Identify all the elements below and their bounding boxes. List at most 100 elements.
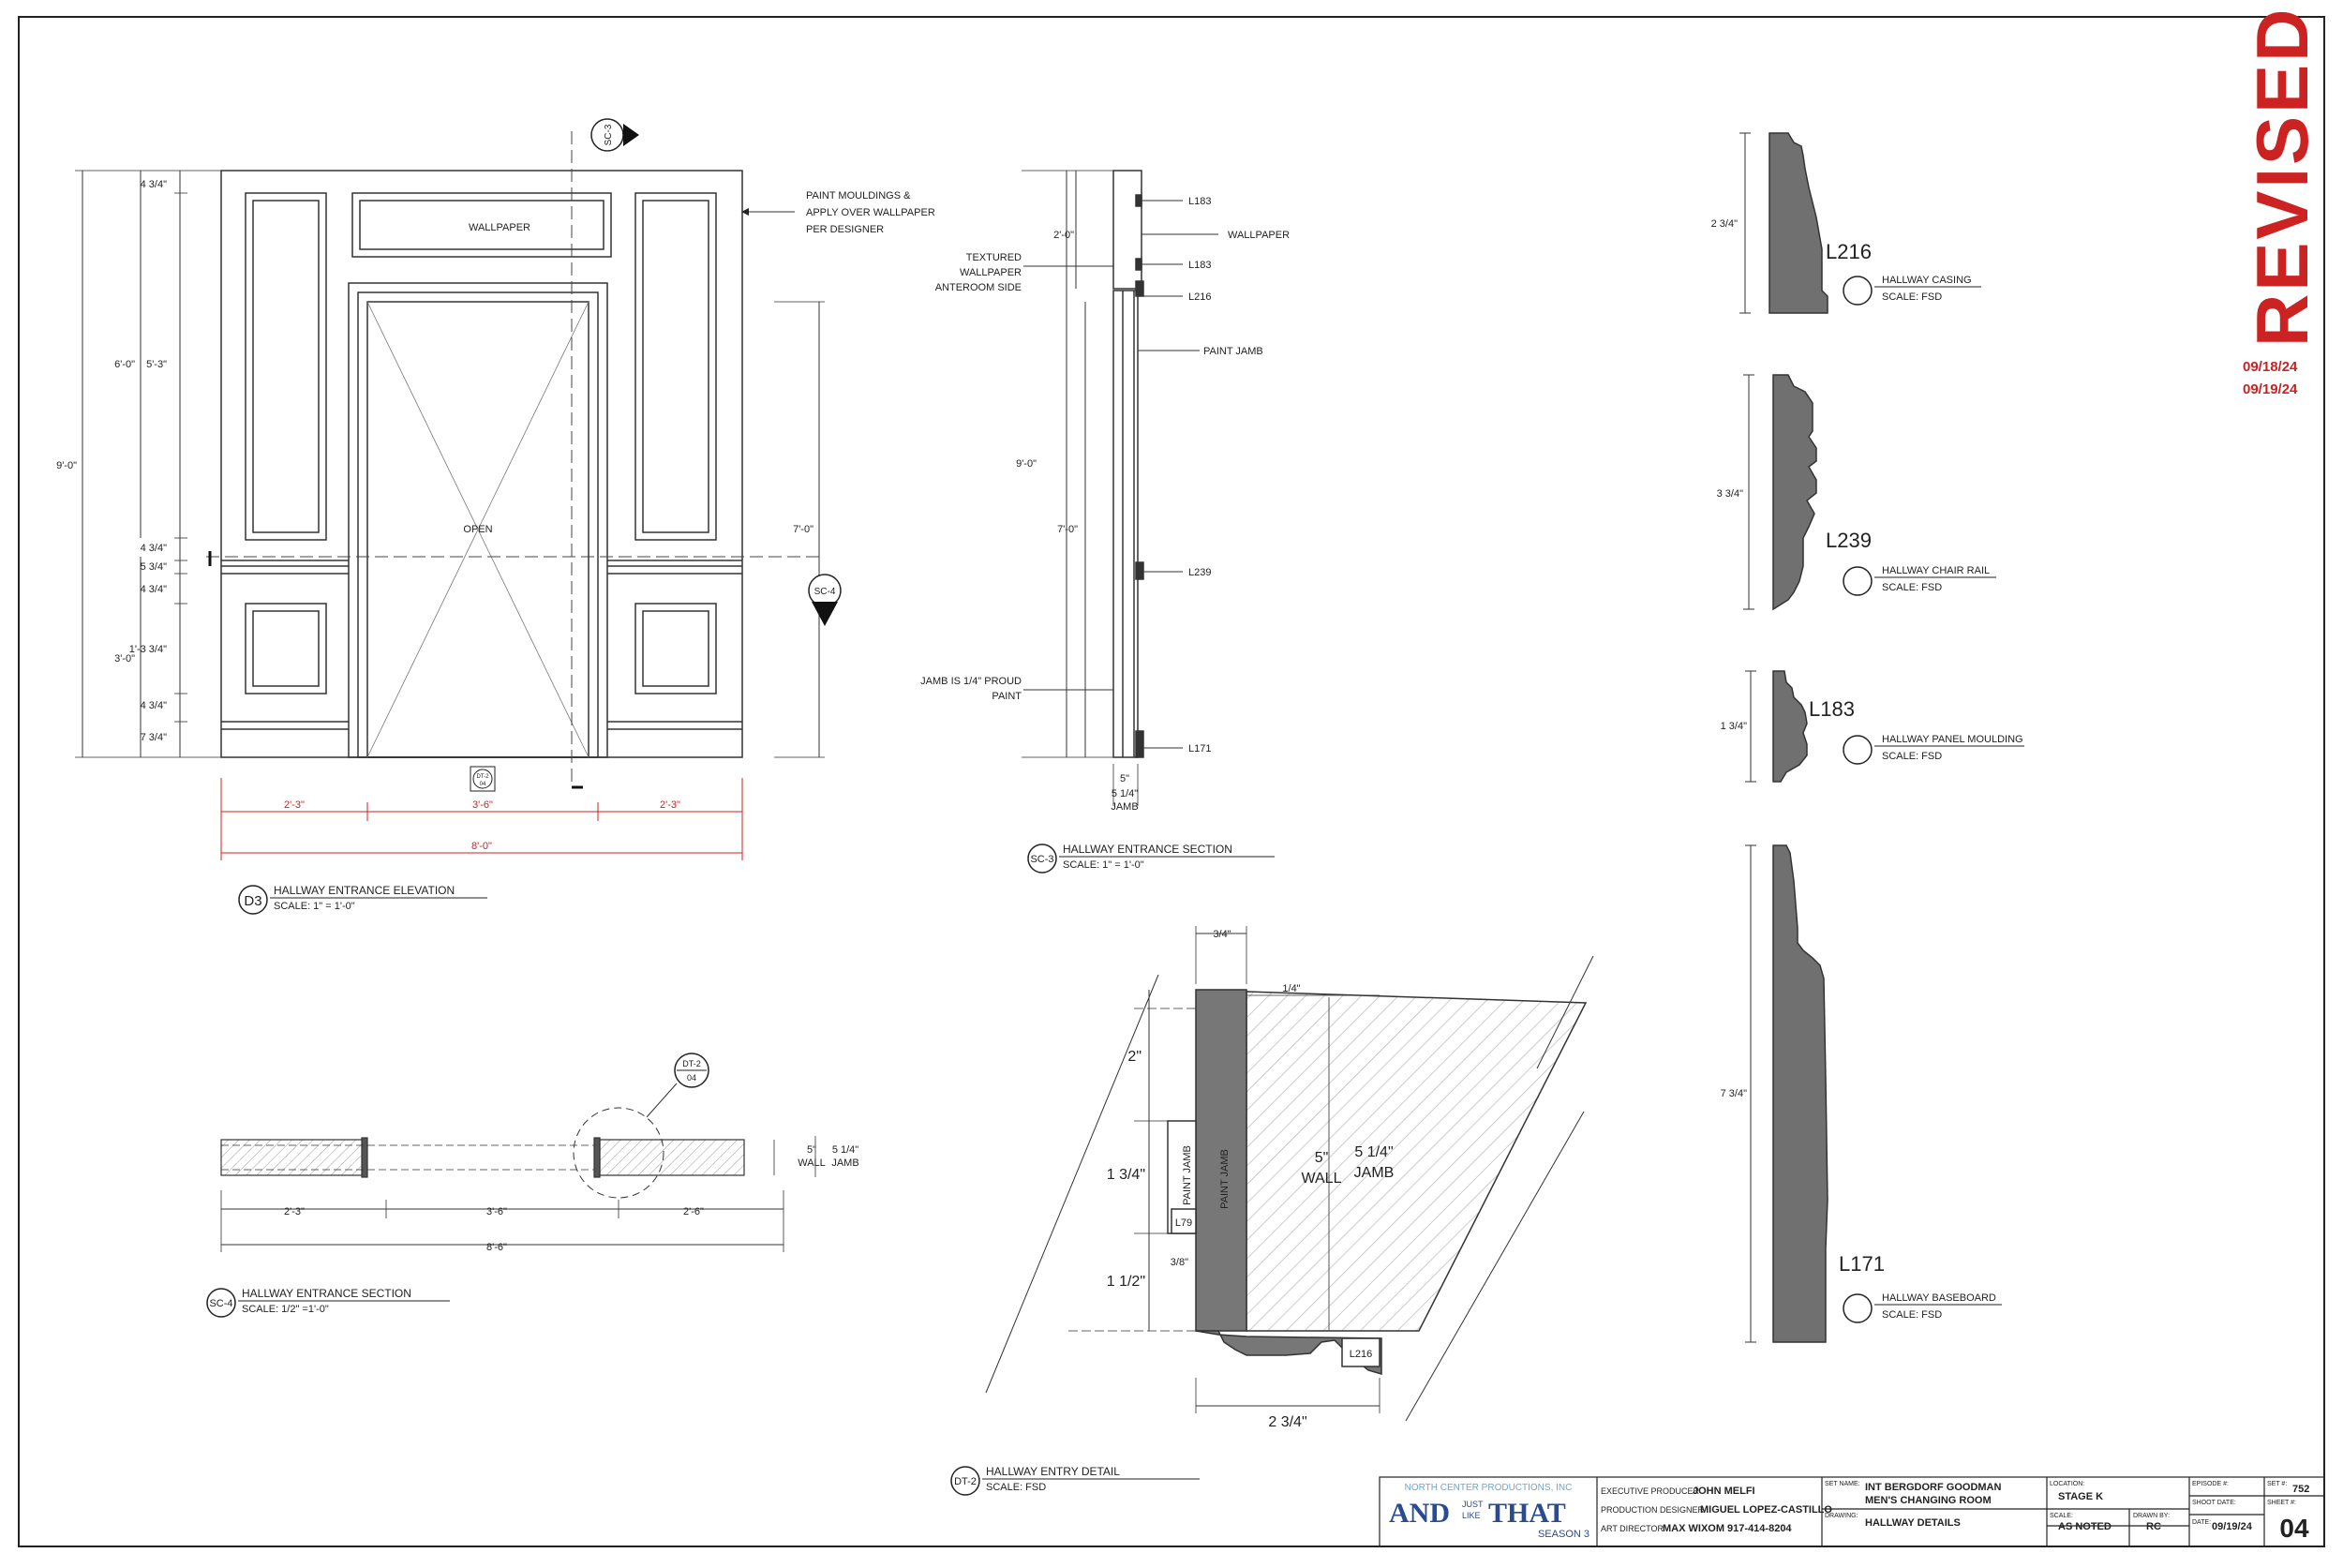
elevation-dim-7ft: 7'-0" <box>793 524 813 535</box>
elevation-scale-text: SCALE: 1" = 1'-0" <box>274 901 355 912</box>
tb-drawing: HALLWAY DETAILS <box>1865 1517 1961 1529</box>
section-labels: L183 WALLPAPER L183 L216 PAINT JAMB L239… <box>920 196 1290 813</box>
detail-paint-jamb-2: PAINT JAMB <box>1219 1149 1231 1209</box>
elevation-dim-4: 4 3/4" <box>141 584 167 595</box>
tb-set-no: 752 <box>2292 1484 2309 1495</box>
tb-drawing-label: DRAWING: <box>1825 1513 1858 1519</box>
detail-l216: L216 <box>1350 1349 1372 1360</box>
profile-l239-scale: SCALE: FSD <box>1882 582 1942 593</box>
detail-title: DT-2 HALLWAY ENTRY DETAIL SCALE: FSD <box>950 1465 1200 1496</box>
section-tag: SC-3 <box>1030 854 1053 865</box>
section-left-note-1: TEXTURED <box>966 252 1022 263</box>
plan-scale-text: SCALE: 1/2" =1'-0" <box>242 1304 329 1315</box>
section-dim-7ft: 7'-0" <box>1057 524 1078 535</box>
elevation-note-2: APPLY OVER WALLPAPER <box>806 207 935 218</box>
tb-location: STAGE K <box>2058 1491 2103 1502</box>
section-bottom-1: 5" <box>1120 773 1129 784</box>
plan-jamb-dim: 5 1/4" <box>832 1144 858 1156</box>
elevation-title: D3 HALLWAY ENTRANCE ELEVATION SCALE: 1" … <box>238 884 487 915</box>
elevation-dim-3ft: 3'-0" <box>114 653 135 665</box>
section-left-note-3: ANTEROOM SIDE <box>935 282 1022 293</box>
tb-shoot-label: SHOOT DATE: <box>2192 1500 2236 1506</box>
tb-show-like: LIKE <box>1462 1511 1481 1520</box>
detail-paint-jamb-1: PAINT JAMB <box>1182 1145 1193 1205</box>
title-block <box>1379 1476 2325 1547</box>
revised-date-1: 09/18/24 <box>2243 359 2298 375</box>
elevation-dim-6ft: 6'-0" <box>114 359 135 370</box>
elevation-dim-9ft: 9'-0" <box>56 460 77 471</box>
profile-l216-name: HALLWAY CASING <box>1882 275 1972 286</box>
section-label-0: L183 <box>1188 196 1211 207</box>
profile-l183-scale: SCALE: FSD <box>1882 751 1942 762</box>
detail-jamb-dim: 5 1/4" <box>1354 1144 1393 1160</box>
plan-dim-1: 2'-3" <box>284 1206 305 1217</box>
elevation-labels: 4 3/4" 5'-3" 4 3/4" 5 3/4" 4 3/4" 1'-3 3… <box>56 179 935 743</box>
elevation-dt2-code: DT-2 <box>476 774 489 780</box>
profile-l239: 3 3/4" L239 HALLWAY CHAIR RAIL SCALE: FS… <box>1717 374 1996 611</box>
revised-date-2: 09/19/24 <box>2243 381 2298 397</box>
tb-ep-label: EXECUTIVE PRODUCER <box>1601 1486 1700 1496</box>
elevation-dt2-sheet: 04 <box>480 782 486 787</box>
elevation-outline <box>220 170 743 758</box>
elevation-dim-0: 4 3/4" <box>141 179 167 190</box>
elevation-note-3: PER DESIGNER <box>806 224 884 235</box>
tb-drawn-label: DRAWN BY: <box>2133 1513 2170 1519</box>
elevation-dim-7: 7 3/4" <box>141 732 167 743</box>
elevation-bottom-dim-3: 2'-3" <box>660 799 680 811</box>
tb-sheet-label: SHEET #: <box>2267 1500 2296 1506</box>
elevation-note-1: PAINT MOULDINGS & <box>806 190 911 202</box>
tb-drawn: RC <box>2146 1521 2161 1532</box>
plan-tag: SC-4 <box>209 1298 232 1309</box>
entry-detail <box>985 926 1594 1422</box>
detail-wall-dim: 5" <box>1315 1150 1329 1166</box>
section-bottom-3: JAMB <box>1111 801 1138 813</box>
detail-scale-text: SCALE: FSD <box>986 1482 1046 1493</box>
plan-jamb-label: JAMB <box>831 1157 858 1169</box>
elevation-dt2-tag: DT-2 04 <box>470 766 496 792</box>
profile-l239-name: HALLWAY CHAIR RAIL <box>1882 565 1990 576</box>
detail-top-dim: 3/4" <box>1213 929 1231 940</box>
tb-ad: MAX WIXOM 917-414-8204 <box>1663 1523 1792 1534</box>
plan-dim-3: 2'-6" <box>683 1206 704 1217</box>
detail-dim-38: 3/8" <box>1171 1257 1188 1268</box>
section-dim-9ft: 9'-0" <box>1016 458 1037 470</box>
plan-section <box>220 1083 816 1252</box>
sheet-border <box>18 16 2325 1547</box>
elevation-dim-3: 5 3/4" <box>141 561 167 573</box>
profile-l239-code: L239 <box>1826 529 1872 552</box>
elevation-tag: D3 <box>244 893 261 909</box>
detail-title-text: HALLWAY ENTRY DETAIL <box>986 1465 1120 1478</box>
detail-bottom-dim: 2 3/4" <box>1268 1414 1306 1430</box>
title-block-text: NORTH CENTER PRODUCTIONS, INC AND JUST L… <box>1389 1481 2309 1543</box>
profile-l171-dim: 7 3/4" <box>1721 1088 1747 1099</box>
tb-show-and: AND <box>1389 1498 1450 1529</box>
profile-l171-scale: SCALE: FSD <box>1882 1309 1942 1321</box>
elevation-title-text: HALLWAY ENTRANCE ELEVATION <box>274 884 455 897</box>
detail-tag: DT-2 <box>954 1476 977 1487</box>
section-scale-text: SCALE: 1" = 1'-0" <box>1063 859 1144 871</box>
plan-callout: DT-2 04 <box>674 1053 709 1088</box>
elevation-bottom-dims <box>220 778 743 860</box>
plan-title-text: HALLWAY ENTRANCE SECTION <box>242 1287 411 1300</box>
profile-l171-code: L171 <box>1839 1252 1885 1276</box>
detail-wall-label: WALL <box>1302 1171 1342 1187</box>
profile-l216-scale: SCALE: FSD <box>1882 291 1942 303</box>
section-label-2: L183 <box>1188 260 1211 271</box>
profile-l216-dim: 2 3/4" <box>1711 218 1738 230</box>
elevation-overall-dim: 8'-0" <box>471 841 492 852</box>
section-jamb-note-1: JAMB IS 1/4" PROUD <box>920 676 1022 687</box>
detail-labels: 3/4" 1/4" 2" 1 3/4" 1 1/2" 3/8" 2 3/4" 5… <box>1107 929 1395 1430</box>
revised-stamp: REVISED 09/18/24 09/19/24 <box>2241 7 2323 397</box>
tb-show-just: JUST <box>1462 1500 1484 1509</box>
tb-episode-label: EPISODE #: <box>2192 1481 2229 1487</box>
section-title-text: HALLWAY ENTRANCE SECTION <box>1063 843 1232 856</box>
plan-wall-dim: 5" <box>807 1144 816 1156</box>
tb-show-that: THAT <box>1488 1498 1566 1529</box>
profile-l183-dim: 1 3/4" <box>1721 721 1747 732</box>
tb-pd: MIGUEL LOPEZ-CASTILLO <box>1700 1504 1832 1516</box>
tb-sheet: 04 <box>2279 1514 2309 1543</box>
tb-date-label: DATE: <box>2192 1519 2211 1526</box>
plan-dim-2: 3'-6" <box>486 1206 507 1217</box>
profile-l216: 2 3/4" L216 HALLWAY CASING SCALE: FSD <box>1711 132 1981 314</box>
